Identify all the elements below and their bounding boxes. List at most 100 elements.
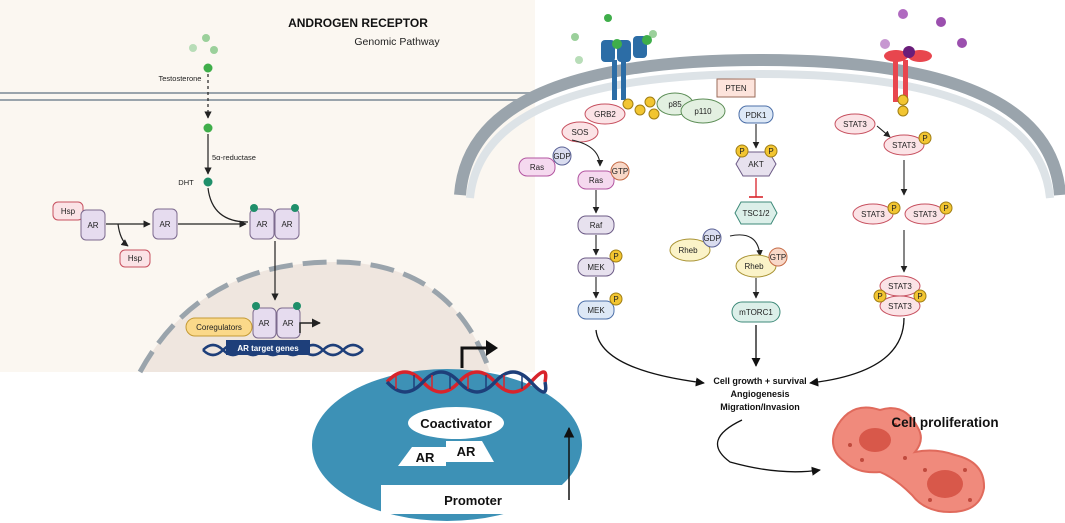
- pdk1-label: PDK1: [746, 111, 767, 120]
- rtk-receptor: [601, 35, 652, 100]
- phospho-badge: [609, 292, 623, 306]
- ligand-dot: [575, 56, 583, 64]
- ar-right-label: AR: [457, 444, 476, 459]
- raf-node: [577, 215, 615, 235]
- ar-dimer-right-label: AR: [281, 220, 292, 229]
- p85-label: p85: [668, 100, 682, 109]
- phospho-label: P: [613, 252, 618, 261]
- target-genes-label: AR target genes: [237, 344, 299, 353]
- pten-label: PTEN: [725, 84, 747, 93]
- phospho-label: P: [877, 292, 882, 301]
- phospho-badge: [913, 289, 927, 303]
- gdp-label: GDP: [553, 152, 570, 161]
- gdp-label: GDP: [703, 234, 720, 243]
- phospho-label: P: [922, 134, 927, 143]
- rheb-gdp-node: [669, 238, 711, 262]
- hsp-dissociation-arrow: [117, 223, 129, 247]
- phospho-badge: [764, 144, 778, 158]
- cytokine-dot: [880, 39, 890, 49]
- rtk-phospho: [634, 104, 646, 116]
- p110-node: [680, 98, 726, 124]
- pten-node: [716, 78, 756, 98]
- pdk1-node: [738, 105, 774, 124]
- gtp-label: GTP: [612, 167, 628, 176]
- p110-label: p110: [694, 107, 712, 116]
- stat3-monomer-left-label: STAT3: [861, 210, 885, 219]
- cytokine-dot: [957, 38, 967, 48]
- hsp-free-box: [119, 249, 151, 268]
- ar-inactive-box: [80, 209, 106, 241]
- outcome-line2: Angiogenesis: [730, 389, 789, 399]
- testosterone-label: Testosterone: [159, 74, 202, 83]
- dna-helix-large: [385, 370, 548, 394]
- phospho-badge: [939, 201, 953, 215]
- coactivator-shape: [408, 407, 504, 439]
- rtk-phospho: [622, 98, 634, 110]
- cell-membrane-outer: [454, 53, 1065, 196]
- rheb-activation-arrow: [729, 234, 763, 257]
- grb2-label: GRB2: [594, 110, 616, 119]
- dht-nuclear-left: [252, 302, 260, 310]
- tsc-label: TSC1/2: [742, 209, 770, 218]
- ar-nuclear-left-label: AR: [258, 319, 269, 328]
- rtk-phospho: [648, 108, 660, 120]
- phospho-label: P: [943, 204, 948, 213]
- mek-active-node: [577, 300, 615, 320]
- phospho-label: P: [891, 204, 896, 213]
- dht-label: DHT: [178, 178, 194, 187]
- mapk-outcome-arrow: [595, 329, 705, 387]
- phospho-badge: [609, 249, 623, 263]
- grb2-node: [584, 103, 626, 125]
- reductase-label: 5α-reductase: [212, 153, 256, 162]
- outcome-line3: Migration/Invasion: [720, 402, 800, 412]
- testosterone-molecule: [203, 63, 213, 73]
- testosterone-intracellular: [203, 123, 213, 133]
- hsp-bound-label: Hsp: [61, 207, 76, 216]
- target-genes-box: [226, 340, 310, 355]
- gtp-badge: [610, 161, 630, 181]
- ar-free-box: [152, 208, 178, 240]
- ar-dimer-right: [274, 208, 300, 240]
- gtp-badge: [768, 247, 788, 267]
- dht-bound-left: [250, 204, 258, 212]
- phospho-label: P: [768, 147, 773, 156]
- phospho-label: P: [917, 292, 922, 301]
- ar-nuclear-left: [252, 307, 277, 339]
- tsc-node: [734, 201, 778, 225]
- cytokine-dot: [936, 17, 946, 27]
- phospho-badge: [735, 144, 749, 158]
- panel-subtitle: Genomic Pathway: [354, 36, 440, 48]
- hsp-free-label: Hsp: [128, 254, 143, 263]
- stat3-inactive-node: [834, 113, 876, 135]
- sos-label: SOS: [572, 128, 589, 137]
- cell-membrane-inner: [466, 69, 1054, 199]
- transcription-start-icon: [460, 346, 488, 368]
- mek-active-label: MEK: [587, 306, 605, 315]
- dht-bound-right: [291, 204, 299, 212]
- ras-activation-arrow: [571, 139, 604, 167]
- promoter-label: Promoter: [444, 493, 502, 508]
- ligand-dot: [604, 14, 612, 22]
- cytokine-dot: [898, 9, 908, 19]
- ras-gdp-node: [518, 157, 556, 177]
- promoter-box: [381, 485, 565, 514]
- mek-node: [577, 257, 615, 277]
- ar-left-shape: [398, 447, 446, 466]
- phospho-badge: [887, 201, 901, 215]
- cytokine-receptor: [884, 46, 932, 102]
- akt-label: AKT: [748, 160, 764, 169]
- nuclear-envelope: [137, 259, 493, 374]
- phospho-badge: [873, 289, 887, 303]
- proliferation-label: Cell proliferation: [891, 415, 998, 430]
- raf-label: Raf: [590, 221, 603, 230]
- coactivator-label: Coactivator: [420, 416, 492, 431]
- ar-free-label: AR: [159, 220, 170, 229]
- ar-nuclear-right-label: AR: [282, 319, 293, 328]
- transcription-arrowhead-icon: [486, 340, 498, 356]
- rheb-gdp-label: Rheb: [678, 246, 698, 255]
- outcome-line1: Cell growth + survival: [713, 376, 806, 386]
- stat3-dimer-bottom: [879, 295, 921, 317]
- ras-gtp-label: Ras: [589, 176, 603, 185]
